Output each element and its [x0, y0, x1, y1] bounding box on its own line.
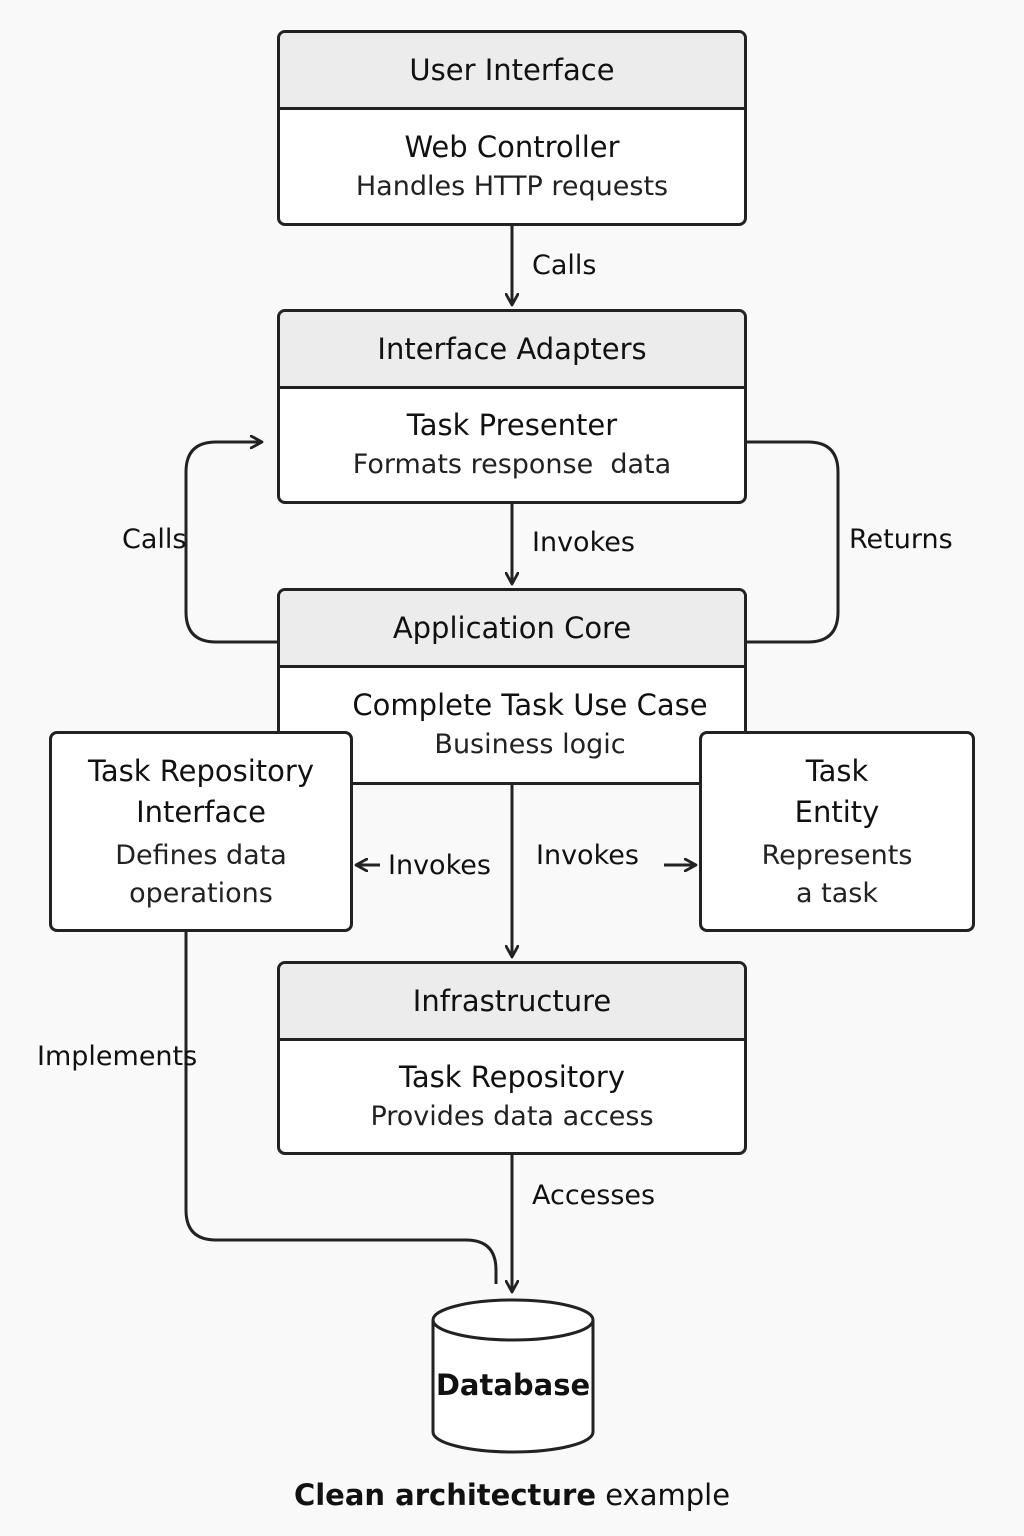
- box-title: Task Repository Interface: [87, 753, 314, 829]
- box-description: Represents a task: [761, 839, 913, 909]
- edge-label-invokes: Invokes: [532, 527, 635, 558]
- component-description: Formats response data: [352, 449, 672, 480]
- line-repository-interface-to-database: [184, 932, 498, 1284]
- component-web-controller: Web Controller: [404, 129, 620, 164]
- database-cylinder: [431, 1298, 595, 1454]
- component-description: Handles HTTP requests: [355, 170, 669, 202]
- component-task-repository: Task Repository: [398, 1059, 625, 1094]
- component-description: Provides data access: [370, 1100, 654, 1132]
- component-task-presenter: Task Presenter: [406, 408, 618, 442]
- caption-regular: example: [605, 1478, 731, 1512]
- layer-user-interface: User Interface Web Controller Handles HT…: [277, 30, 747, 226]
- layer-infrastructure: Infrastructure Task Repository Provides …: [277, 961, 747, 1155]
- box-title: Task Entity: [794, 753, 880, 829]
- box-task-entity: Task Entity Represents a task: [699, 731, 975, 932]
- edge-label-implements: Implements: [37, 1041, 198, 1072]
- layer-title: Infrastructure: [280, 964, 744, 1041]
- component-complete-task-use-case: Complete Task Use Case: [352, 688, 708, 722]
- layer-title: User Interface: [280, 33, 744, 110]
- line-core-adapters-right: [746, 440, 840, 644]
- edge-label-accesses: Accesses: [532, 1180, 656, 1211]
- edge-label-calls: Calls: [532, 250, 597, 281]
- layer-application-core: Application Core Complete Task Use Case …: [277, 588, 747, 785]
- arrow-core-to-adapters-left: [184, 442, 278, 644]
- edge-label-returns: Returns: [849, 524, 953, 555]
- box-description: Defines data operations: [115, 839, 287, 909]
- edge-label-invokes-repository: Invokes: [388, 850, 491, 881]
- layer-title: Application Core: [280, 591, 744, 668]
- edge-label-invokes-entity: Invokes: [536, 840, 639, 871]
- layer-title: Interface Adapters: [280, 312, 744, 389]
- layer-interface-adapters: Interface Adapters Task Presenter Format…: [277, 309, 747, 504]
- box-task-repository-interface: Task Repository Interface Defines data o…: [49, 731, 353, 932]
- component-description: Business logic: [434, 729, 626, 760]
- diagram-caption: Clean architecture example: [0, 1478, 1024, 1512]
- edge-label-calls-left: Calls: [122, 524, 187, 555]
- database-label: Database: [435, 1368, 591, 1402]
- caption-bold: Clean architecture: [293, 1478, 596, 1512]
